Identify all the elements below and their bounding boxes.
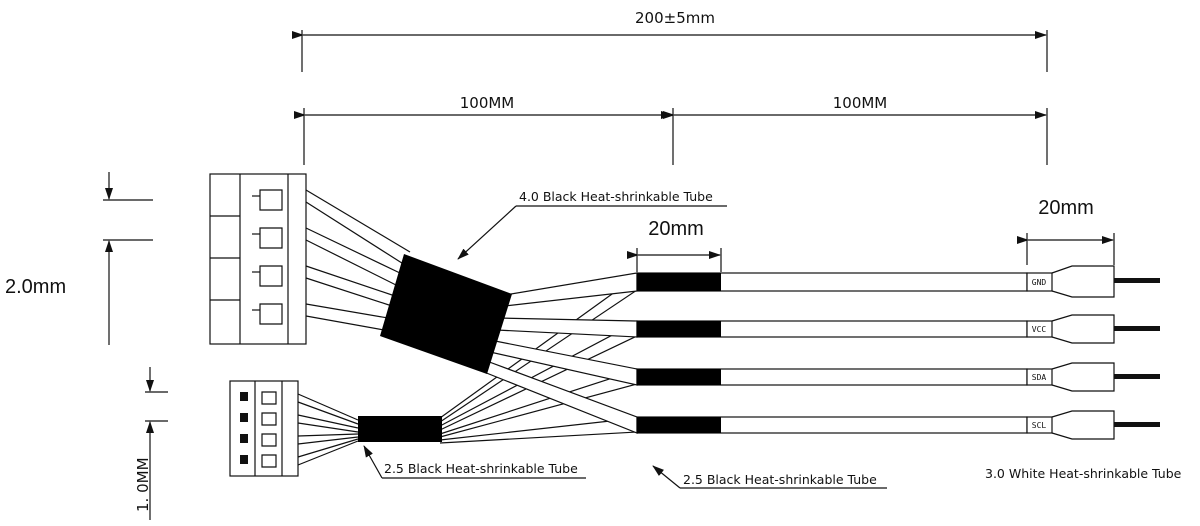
wire-tube-4 [637, 417, 721, 433]
pin-label-vcc: VCC [1032, 325, 1047, 334]
left-span-label: 100MM [460, 94, 515, 112]
overall-length-dimension: 200±5mm [292, 9, 1048, 72]
small-connector [229, 380, 299, 477]
small-pitch-label: 1. 0MM [134, 457, 152, 512]
large-connector-pitch-dimension: 2.0mm [5, 172, 153, 345]
large-pitch-label: 2.0mm [5, 276, 66, 298]
small-tube-callout-text: 2.5 Black Heat-shrinkable Tube [384, 461, 578, 476]
pin-label-sda: SDA [1032, 373, 1047, 382]
wire-tube-callout: 2.5 Black Heat-shrinkable Tube [652, 465, 887, 489]
small-tube-callout: 2.5 Black Heat-shrinkable Tube [363, 445, 586, 479]
overall-length-label: 200±5mm [635, 9, 715, 27]
wire-tube-1 [637, 273, 721, 291]
wire-tube-2 [637, 321, 721, 337]
output-wires [636, 265, 1160, 440]
large-black-tube [380, 254, 512, 374]
middle-tube-length-label: 20mm [648, 218, 704, 240]
right-span-label: 100MM [833, 94, 888, 112]
small-black-tube [358, 416, 442, 442]
large-connector [209, 173, 307, 345]
large-tube-callout-text: 4.0 Black Heat-shrinkable Tube [519, 189, 713, 204]
span-dimensions: 100MM 100MM [294, 94, 1048, 165]
end-tube-length-label: 20mm [1038, 197, 1094, 219]
end-tube-callout-text: 3.0 White Heat-shrinkable Tube [985, 466, 1182, 481]
pin-label-scl: SCL [1032, 421, 1047, 430]
middle-tube-dimension: 20mm [627, 218, 722, 272]
end-tube-dimension: 20mm [1017, 197, 1115, 265]
large-connector-wires [305, 189, 411, 331]
small-connector-pitch-dimension: 1. 0MM [134, 367, 168, 520]
small-connector-wires [297, 393, 359, 466]
wire-tube-callout-text: 2.5 Black Heat-shrinkable Tube [683, 472, 877, 487]
pin-label-gnd: GND [1032, 278, 1047, 287]
large-tube-callout: 4.0 Black Heat-shrinkable Tube [457, 189, 727, 260]
wire-tube-3 [637, 369, 721, 385]
